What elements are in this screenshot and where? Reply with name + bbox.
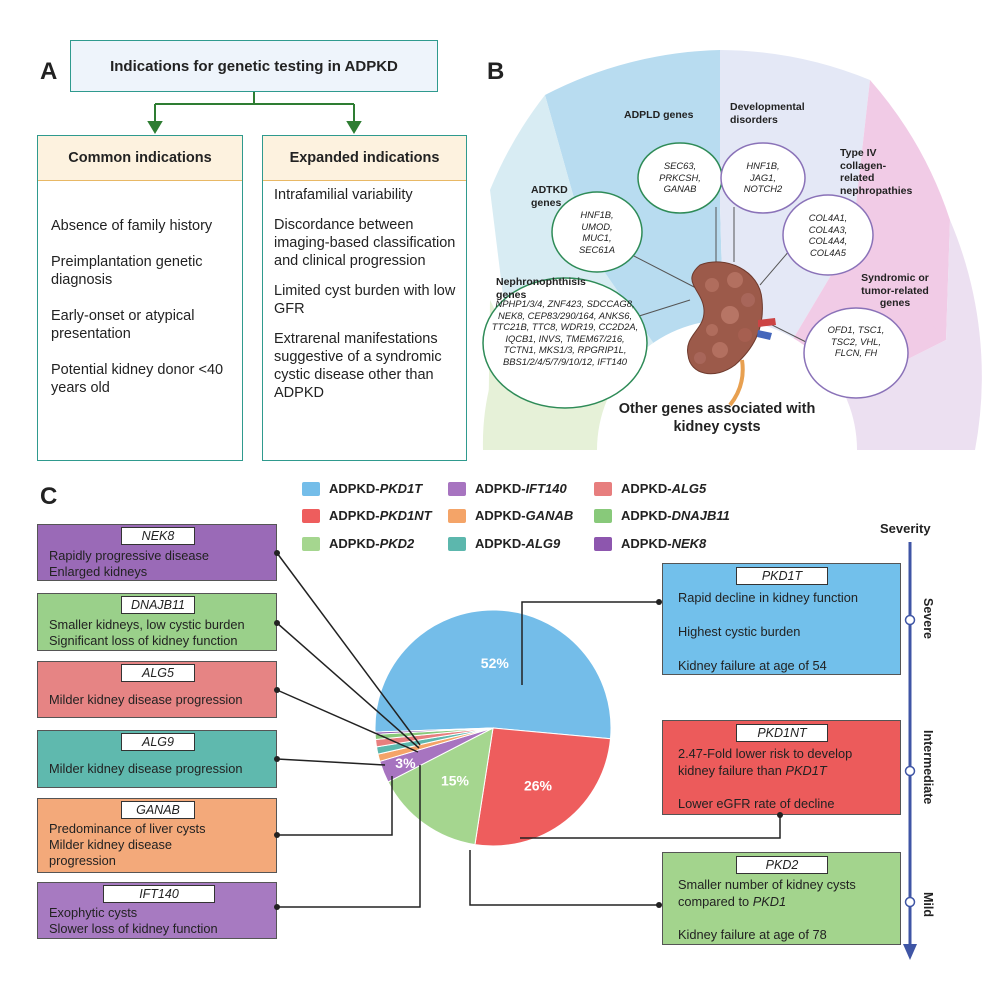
sector-syndromic-outer xyxy=(946,220,982,450)
category-label-nephronophthisis: Nephronophthisis genes xyxy=(496,276,586,301)
genes-adtkd: HNF1B, UMOD, MUC1, SEC61A xyxy=(579,209,615,255)
pie-connectors xyxy=(276,552,781,908)
fan-center xyxy=(597,320,857,450)
pie-label-pkd2: 15% xyxy=(441,773,470,789)
common-indications-box: Common indications Absence of family his… xyxy=(37,135,243,461)
common-item: Preimplantation genetic diagnosis xyxy=(51,254,203,288)
gene-circle-nephronophthisis xyxy=(482,277,648,409)
tag-pkd1nt: PKD1NT xyxy=(736,724,828,742)
box-alg9: ALG9 Milder kidney disease progression xyxy=(37,730,277,788)
genes-syndromic: OFD1, TSC1, TSC2, VHL, FLCN, FH xyxy=(827,324,885,358)
pie-slice-pkd1nt xyxy=(474,727,612,847)
box-pkd2: PKD2 Smaller number of kidney cysts comp… xyxy=(662,852,901,945)
tag-pkd2: PKD2 xyxy=(736,856,828,874)
genes-collagen: COL4A1, COL4A3, COL4A4, COL4A5 xyxy=(808,212,848,258)
legend-alg5: ADPKD-ALG5 xyxy=(594,481,706,496)
common-item: Early-onset or atypical presentation xyxy=(51,308,195,342)
tag-alg5: ALG5 xyxy=(121,664,195,682)
pie-label-pkd1nt: 26% xyxy=(524,778,553,794)
common-indications-header: Common indications xyxy=(38,136,242,181)
category-label-adtkd: ADTKD genes xyxy=(531,184,568,209)
legend-dnajb11: ADPKD-DNAJB11 xyxy=(594,508,730,523)
legend-ift140: ADPKD-IFT140 xyxy=(448,481,567,496)
genes-adpld: SEC63, PRKCSH, GANAB xyxy=(659,160,701,194)
pie-label-pkd1t: 52% xyxy=(481,655,510,671)
box-dnajb11: DNAJB11 Smaller kidneys, low cystic burd… xyxy=(37,593,277,651)
legend-nek8: ADPKD-NEK8 xyxy=(594,536,706,551)
severity-label: Severity xyxy=(880,521,931,536)
expanded-item: Extrarenal manifestations suggestive of … xyxy=(274,331,442,401)
category-label-adpld: ADPLD genes xyxy=(624,109,694,121)
box-pkd1nt: PKD1NT 2.47-Fold lower risk to develop k… xyxy=(662,720,901,815)
panel-c-letter: C xyxy=(40,483,58,510)
legend-pkd2: ADPKD-PKD2 xyxy=(302,536,414,551)
category-label-collagen: Type IV collagen-related nephropathies xyxy=(840,147,913,197)
expanded-item: Discordance between imaging-based classi… xyxy=(274,217,456,269)
tag-alg9: ALG9 xyxy=(121,733,195,751)
common-item: Absence of family history xyxy=(51,218,213,234)
expanded-item: Intrafamilial variability xyxy=(274,187,413,203)
legend-pkd1t: ADPKD-PKD1T xyxy=(302,481,422,496)
box-pkd1nt-text: 2.47-Fold lower risk to develop kidney f… xyxy=(678,746,853,811)
severity-axis xyxy=(903,542,917,960)
gene-circle-syndromic xyxy=(803,307,909,399)
legend-pkd1nt: ADPKD-PKD1NT xyxy=(302,508,432,523)
box-pkd2-text: Smaller number of kidney cysts compared … xyxy=(678,877,856,942)
category-label-developmental: Developmental disorders xyxy=(730,101,805,126)
kidney-icon xyxy=(687,261,776,407)
tag-pkd1t: PKD1T xyxy=(736,567,828,585)
panel-a-title: Indications for genetic testing in ADPKD xyxy=(70,40,438,92)
expanded-indications-list: Intrafamilial variability Discordance be… xyxy=(274,186,464,420)
box-alg5: ALG5 Milder kidney disease progression xyxy=(37,661,277,718)
panel-b-center-label: Other genes associated with kidney cysts xyxy=(618,401,816,435)
box-alg9-text: Milder kidney disease progression xyxy=(49,761,243,776)
panel-a-letter: A xyxy=(40,58,58,85)
tag-nek8: NEK8 xyxy=(121,527,195,545)
sector-adtkd-outer xyxy=(490,95,588,336)
severity-intermediate: Intermediate xyxy=(921,730,935,805)
gene-circle-adtkd xyxy=(551,191,643,273)
common-item: Potential kidney donor <40 years old xyxy=(51,362,224,396)
severity-mild: Mild xyxy=(921,892,935,917)
severity-severe: Severe xyxy=(921,598,935,640)
genes-nephronophthisis: NPHP1/3/4, ZNF423, SDCCAG8, NEK8, CEP83/… xyxy=(491,298,639,367)
gene-circle-collagen xyxy=(782,194,874,276)
genes-developmental: HNF1B, JAG1, NOTCH2 xyxy=(743,160,783,194)
box-pkd1t: PKD1T Rapid decline in kidney function H… xyxy=(662,563,901,675)
tag-ganab: GANAB xyxy=(121,801,195,819)
expanded-indications-box: Expanded indications Intrafamilial varia… xyxy=(262,135,467,461)
expanded-indications-header: Expanded indications xyxy=(263,136,466,181)
box-pkd1t-text: Rapid decline in kidney function Highest… xyxy=(678,590,858,673)
legend-alg9: ADPKD-ALG9 xyxy=(448,536,560,551)
category-label-syndromic: Syndromic or tumor-related genes xyxy=(861,272,929,309)
tag-ift140: IFT140 xyxy=(103,885,215,903)
panel-b-letter: B xyxy=(487,58,505,85)
pie-label-ift140: 3% xyxy=(395,755,416,771)
legend-ganab: ADPKD-GANAB xyxy=(448,508,573,523)
sector-collagen-outer xyxy=(852,80,950,340)
expanded-item: Limited cyst burden with low GFR xyxy=(274,283,456,317)
common-indications-list: Absence of family history Preimplantatio… xyxy=(51,217,239,415)
pie-slice-pkd1t xyxy=(374,609,612,740)
box-alg5-text: Milder kidney disease progression xyxy=(49,692,243,707)
gene-circle-developmental xyxy=(720,142,806,214)
tag-dnajb11: DNAJB11 xyxy=(121,596,195,614)
